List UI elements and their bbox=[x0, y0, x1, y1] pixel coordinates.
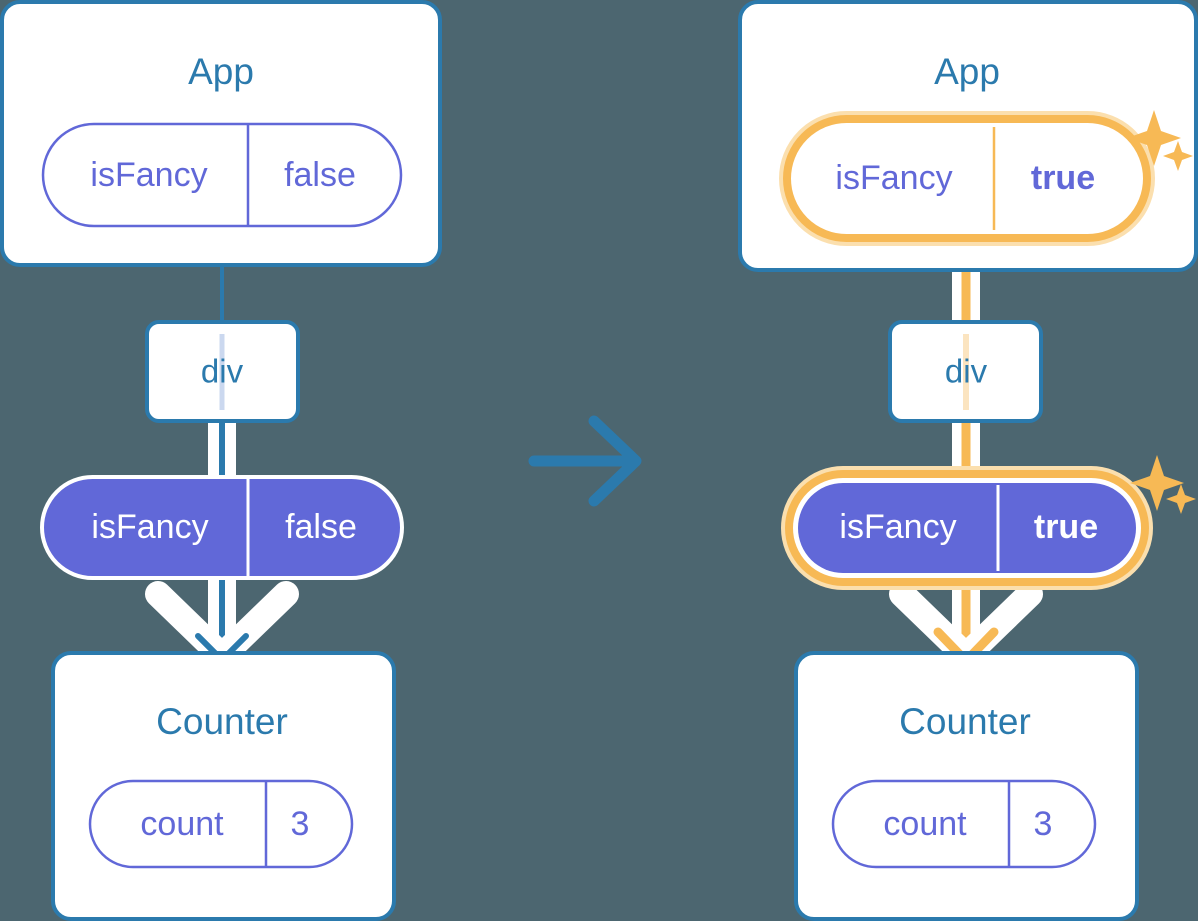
pill-value-right: true bbox=[1031, 159, 1095, 197]
div-label-left: div bbox=[201, 353, 244, 390]
prop-pill-name-left: isFancy bbox=[91, 508, 208, 546]
counter-pill-value-left: 3 bbox=[291, 805, 310, 843]
panel-before: App isFancy false div isFancy false C bbox=[0, 0, 442, 921]
counter-pill-outline-right bbox=[831, 779, 1097, 869]
counter-title-right: Counter bbox=[899, 701, 1031, 742]
sparkles-app-right bbox=[1127, 110, 1193, 171]
sparkle-icon bbox=[1127, 110, 1181, 166]
app-title-left: App bbox=[188, 51, 254, 92]
app-box-right: App isFancy true bbox=[738, 0, 1198, 272]
prop-pill-left: isFancy false bbox=[40, 475, 404, 580]
counter-pill-name-right: count bbox=[883, 805, 967, 843]
prop-pill-value-left: false bbox=[285, 508, 357, 546]
sparkle-small-icon bbox=[1166, 484, 1196, 514]
sparkle-small-icon bbox=[1163, 141, 1193, 171]
sparkles-prop-right bbox=[1130, 455, 1196, 514]
pill-name-right: isFancy bbox=[835, 159, 952, 197]
app-box-left: App isFancy false bbox=[0, 0, 442, 267]
counter-state-pill-right: count 3 bbox=[831, 779, 1097, 869]
div-label-right: div bbox=[945, 353, 988, 390]
counter-title-left: Counter bbox=[156, 701, 288, 742]
sparkle-icon bbox=[1130, 455, 1184, 511]
counter-pill-value-right: 3 bbox=[1034, 805, 1053, 843]
prop-pill-body-right bbox=[798, 483, 1136, 573]
pill-name-left: isFancy bbox=[90, 156, 207, 194]
panel-after: App isFancy true div bbox=[738, 0, 1198, 921]
counter-pill-outline-left bbox=[88, 779, 354, 869]
prop-pill-right: isFancy true bbox=[781, 455, 1196, 590]
app-title-right: App bbox=[934, 51, 1000, 92]
counter-state-pill-left: count 3 bbox=[88, 779, 354, 869]
counter-box-left: Counter count 3 bbox=[51, 651, 396, 921]
pill-outline-left bbox=[41, 122, 403, 228]
transition-arrow bbox=[528, 415, 642, 507]
prop-pill-value-right: true bbox=[1034, 508, 1098, 546]
counter-box-right: Counter count 3 bbox=[794, 651, 1139, 921]
arrow-right-icon bbox=[528, 415, 642, 507]
counter-pill-name-left: count bbox=[140, 805, 224, 843]
div-box-right: div bbox=[888, 320, 1043, 423]
div-box-left: div bbox=[145, 320, 300, 423]
prop-pill-body-left bbox=[40, 475, 404, 580]
pill-highlight-ring-right bbox=[783, 115, 1151, 242]
app-state-pill-left: isFancy false bbox=[41, 122, 403, 228]
pill-value-left: false bbox=[284, 156, 356, 194]
app-state-pill-right: isFancy true bbox=[779, 111, 1155, 246]
prop-pill-name-right: isFancy bbox=[839, 508, 956, 546]
